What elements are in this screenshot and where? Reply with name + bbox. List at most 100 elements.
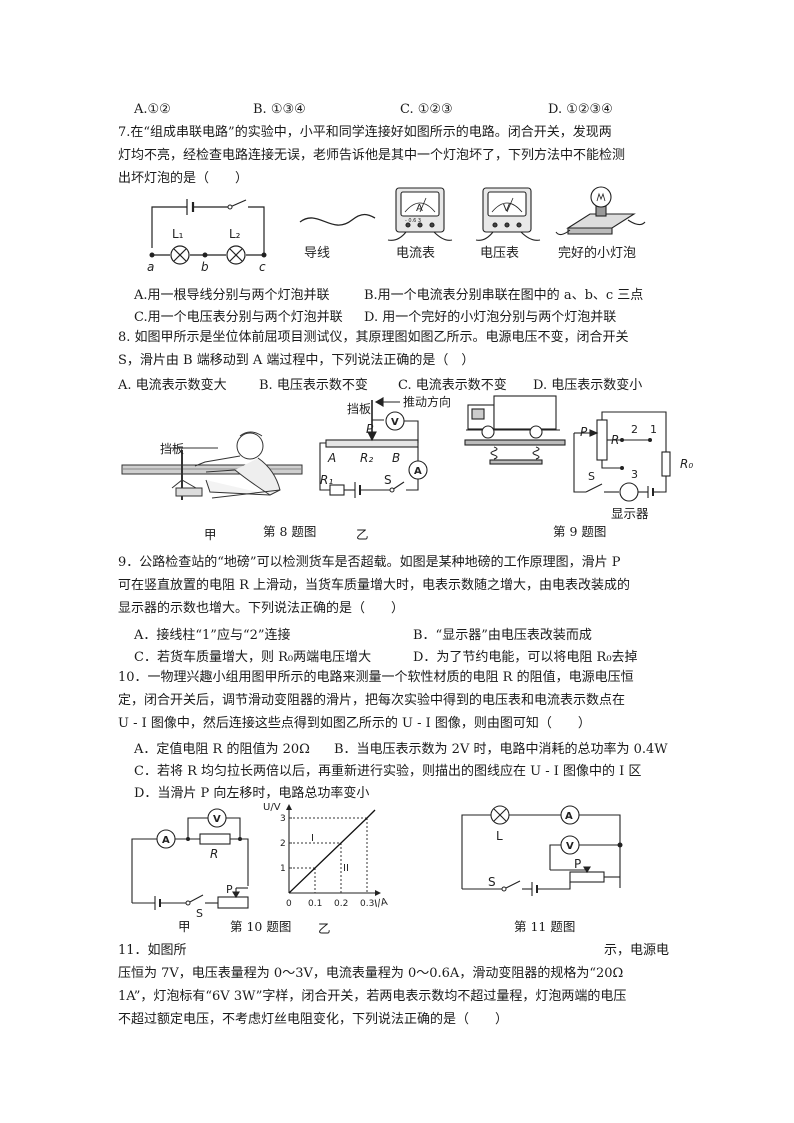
q8-circuit-yi: [319, 397, 428, 498]
q8-yi-label: 乙: [356, 527, 369, 542]
q10-stem-line-3: U - I 图像中，然后连接这些点得到如图乙所示的 U - I 图像，则由图可知…: [118, 716, 591, 731]
q9-terminal-1: 1: [650, 423, 657, 436]
jia-baffle-label: 挡板: [160, 442, 184, 456]
q11-stem-line-2: 压恒为 7V，电压表量程为 0～3V，电流表量程为 0～0.6A，滑动变阻器的规…: [118, 966, 624, 981]
q7-option-b: B.用一个电流表分别串联在图中的 a、b、c 三点: [364, 288, 644, 303]
q7-series-circuit: [151, 199, 265, 265]
q8-jia-label: 甲: [204, 527, 217, 542]
q8-meter-v: V: [391, 417, 399, 428]
q11-meter-v: V: [566, 841, 574, 852]
q7-stem-line-3: 出坏灯泡的是（ ）: [118, 171, 249, 186]
q7-label-c: c: [259, 260, 266, 274]
q7-stem-line-1: 7.在“组成串联电路”的实验中，小平和同学连接好如图所示的电路。闭合开关，发现两: [118, 125, 612, 140]
q9-option-d: D．为了节约电能，可以将电阻 R₀去掉: [413, 650, 638, 665]
q7-label-b: b: [201, 260, 209, 274]
q11-caption: 第 11 题图: [514, 919, 576, 934]
q11-stem-line-4: 不超过额定电压，不考虑灯丝电阻变化，下列说法正确的是（ ）: [118, 1012, 509, 1027]
ammeter-drawing: [387, 187, 453, 241]
label-voltmeter: 电压表: [480, 246, 519, 261]
q8-label-a: A: [327, 451, 336, 465]
q6-option-a: A.①②: [134, 102, 171, 117]
q10-stem-line-1: 10．一物理兴趣小组用图甲所示的电路来测量一个软性材质的电阻 R 的阻值，电源电…: [118, 670, 634, 685]
y-tick-label: 3: [280, 814, 286, 824]
wire-drawing: [299, 213, 376, 226]
q9-stem-line-3: 显示器的示数也增大。下列说法正确的是（ ）: [118, 601, 405, 616]
q8-label-p: P: [366, 422, 374, 436]
q8-q9-figures: 挡板 挡板 推动方向 P V A R₂ B A R₁ S: [121, 394, 693, 502]
q10-jia-label: 甲: [178, 919, 191, 934]
y-tick-label: 1: [280, 864, 286, 874]
x-tick-label: 0.1: [308, 899, 322, 909]
x-tick-label: 0.2: [334, 899, 348, 909]
label-wire: 导线: [304, 246, 330, 261]
q9-stem-line-1: 9．公路检查站的“地磅”可以检测货车是否超载。如图是某种地磅的工作原理图，滑片 …: [118, 555, 621, 570]
q10-label-r: R: [210, 847, 218, 861]
q10-meter-v: V: [213, 814, 221, 825]
q8-stem-line-2: S，滑片由 B 端移动到 A 端过程中，下列说法正确的是（ ）: [118, 353, 475, 368]
q8-label-b: B: [392, 451, 400, 465]
q7-label-a: a: [147, 260, 154, 274]
q6-option-b: B. ①③④: [253, 102, 306, 117]
q10-circuit-jia: A V R S P: [131, 808, 249, 920]
q8-option-b: B. 电压表示数不变: [259, 378, 368, 393]
q8-label-r2: R₂: [360, 451, 373, 465]
q10-meter-a: A: [162, 835, 170, 846]
q10-option-d: D．当滑片 P 向左移时，电路总功率变小: [134, 786, 370, 801]
q8-option-d: D. 电压表示数变小: [533, 378, 643, 393]
voltmeter-drawing: [475, 187, 541, 241]
label-ammeter: 电流表: [396, 246, 435, 261]
q9-display-label: 显示器: [611, 506, 649, 521]
q8-label-s: S: [384, 473, 392, 487]
q9-truck-drawing: [464, 395, 566, 465]
q9-option-b: B．“显示器”由电压表改装而成: [413, 628, 592, 643]
q10-option-a: A．定值电阻 R 的阻值为 20Ω: [134, 742, 310, 757]
q11-meter-a: A: [565, 811, 573, 822]
label-bulb: 完好的小灯泡: [558, 245, 636, 261]
q8-label-r1: R₁: [320, 473, 333, 487]
q9-caption: 第 9 题图: [553, 524, 607, 539]
q11-circuit: L A V S P: [461, 805, 623, 896]
region-label-i: I: [311, 833, 314, 844]
q10-yi-label: 乙: [318, 921, 331, 936]
q11-label-l: L: [496, 829, 503, 843]
q7-label-l2: L₂: [229, 227, 241, 241]
y-tick-label: 2: [280, 839, 286, 849]
q6-option-d: D. ①②③④: [548, 102, 613, 117]
q10-label-p: P: [226, 883, 233, 896]
q10-option-c: C．若将 R 均匀拉长两倍以后，再重新进行实验，则描出的图线应在 U - I 图…: [134, 764, 642, 779]
y-axis-label: U/V: [263, 802, 281, 813]
q7-label-l1: L₁: [172, 227, 184, 241]
q7-option-d: D. 用一个完好的小灯泡分别与两个灯泡并联: [364, 310, 617, 325]
x-tick-label: 0.3: [360, 899, 374, 909]
q7-option-c: C.用一个电压表分别与两个灯泡并联: [134, 310, 343, 325]
q11-stem-line-3: 1A”，灯泡标有“6V 3W”字样，闭合开关，若两电表示数均不超过量程，灯泡两端…: [118, 989, 627, 1004]
q10-label-s: S: [196, 907, 203, 920]
q7-stem-line-2: 灯均不亮，经检查电路连接无误，老师告诉他是其中一个灯泡坏了，下列方法中不能检测: [118, 148, 626, 163]
q9-label-s: S: [588, 470, 595, 483]
q9-terminal-2: 2: [631, 423, 638, 436]
q11-stem-line-1-left: 11．如图所: [118, 943, 187, 958]
q10-option-b: B．当电压表示数为 2V 时，电路中消耗的总功率为 0.4W: [334, 742, 668, 757]
q7-figure: L₁ L₂ a b c A - 0.6 3 V 导线 电流表 电压表 完好的小灯…: [147, 186, 646, 274]
q9-circuit: [573, 411, 671, 502]
yi-baffle-label: 挡板: [347, 402, 371, 416]
data-line-extension: [366, 809, 376, 819]
voltmeter-letter: V: [503, 203, 510, 214]
q11-label-s: S: [488, 875, 496, 889]
q8-meter-a: A: [414, 466, 422, 477]
q9-terminal-3: 3: [631, 468, 638, 481]
ammeter-letter: A: [416, 203, 423, 214]
y-axis-arrow: [286, 804, 292, 810]
q10-stem-line-2: 定，闭合开关后，调节滑动变阻器的滑片，把每次实验中得到的电压表和电流表示数点在: [118, 693, 626, 708]
q11-label-p: P: [574, 857, 581, 871]
q8-option-c: C. 电流表示数不变: [398, 378, 507, 393]
small-bulb-drawing: [555, 186, 646, 236]
region-label-ii: II: [343, 863, 349, 874]
q8-stem-line-1: 8. 如图甲所示是坐位体前屈项目测试仪，其原理图如图乙所示。电源电压不变，闭合开…: [118, 330, 629, 345]
q11-stem-line-1-right: 示，电源电: [604, 943, 670, 958]
q9-option-c: C．若货车质量增大，则 R₀两端电压增大: [134, 650, 372, 665]
q9-label-r0: R₀: [680, 457, 693, 471]
q9-stem-line-2: 可在竖直放置的电阻 R 上滑动，当货车质量增大时，电表示数随之增大，由电表改装成…: [118, 578, 631, 593]
x-axis-arrow: [375, 890, 381, 896]
x-tick-label: 0: [286, 899, 292, 909]
